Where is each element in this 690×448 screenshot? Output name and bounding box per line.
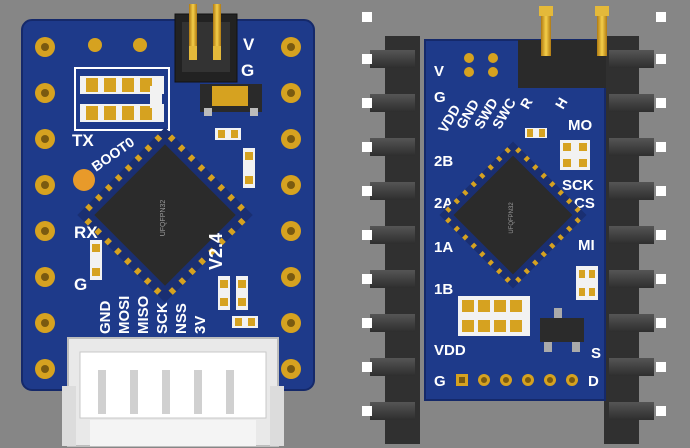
edge-markers bbox=[362, 12, 666, 416]
left-chip-marking: UFQFPN32 bbox=[160, 200, 167, 237]
label-g: G bbox=[434, 89, 446, 106]
label-miso: MISO bbox=[135, 295, 152, 334]
label-s: S bbox=[591, 345, 601, 362]
label-sck: SCK bbox=[154, 302, 171, 334]
right-smd-components bbox=[458, 128, 598, 352]
jst-connector bbox=[62, 337, 284, 447]
resistor-array bbox=[74, 67, 170, 131]
left-pads-right-column bbox=[281, 37, 301, 379]
label-3v: 3V bbox=[192, 316, 209, 334]
regulator bbox=[200, 84, 262, 116]
label-mo: MO bbox=[568, 117, 592, 134]
bottom-pads bbox=[456, 374, 578, 386]
label-1a: 1A bbox=[434, 239, 453, 256]
label-g-bottom: G bbox=[434, 373, 446, 390]
heatsink-right bbox=[604, 36, 654, 444]
via bbox=[488, 53, 498, 63]
label-mosi: MOSI bbox=[116, 296, 133, 334]
smd-part bbox=[150, 86, 162, 108]
via bbox=[88, 38, 102, 52]
boot0-pad bbox=[73, 169, 95, 191]
label-tx: TX bbox=[72, 131, 94, 150]
label-sck: SCK bbox=[562, 177, 594, 194]
label-v: V bbox=[243, 35, 255, 54]
right-board: V G VDD GND SWD SWC R H MO 2B SCK 2A CS … bbox=[362, 6, 666, 444]
right-pin-header bbox=[518, 6, 609, 88]
via bbox=[133, 38, 147, 52]
pin-header bbox=[174, 4, 238, 83]
via bbox=[464, 53, 474, 63]
label-1b: 1B bbox=[434, 281, 453, 298]
label-2b: 2B bbox=[434, 153, 453, 170]
label-rx: RX bbox=[74, 223, 98, 242]
heatsink-left bbox=[370, 36, 420, 444]
label-nss: NSS bbox=[173, 303, 190, 334]
label-g2: G bbox=[74, 275, 87, 294]
label-d: D bbox=[588, 373, 599, 390]
left-pads-left-column bbox=[35, 37, 55, 379]
label-version: V2.4 bbox=[206, 233, 226, 270]
via bbox=[488, 67, 498, 77]
label-gnd: GND bbox=[97, 301, 114, 335]
label-mi: MI bbox=[578, 237, 595, 254]
label-g: G bbox=[241, 61, 254, 80]
right-chip-marking: UFQFPN32 bbox=[509, 202, 515, 234]
label-v: V bbox=[434, 63, 444, 80]
via bbox=[464, 67, 474, 77]
label-vdd-bottom: VDD bbox=[434, 342, 466, 359]
left-board: V G TX BOOT0 bbox=[21, 4, 315, 447]
smd-components bbox=[90, 128, 258, 328]
